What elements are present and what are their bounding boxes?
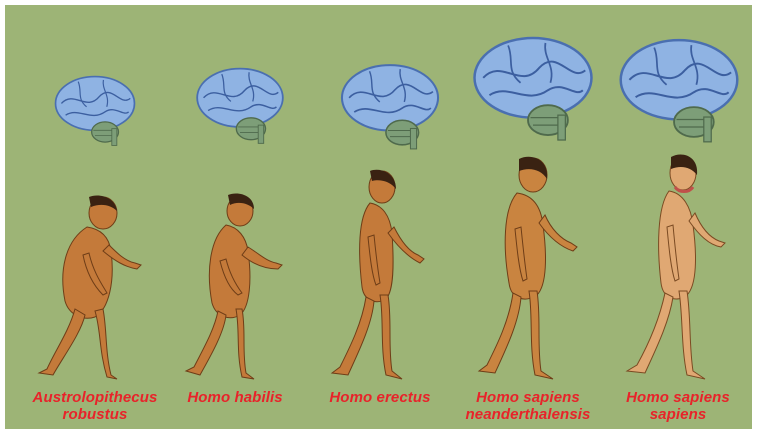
brain-icon (194, 65, 286, 147)
species-name-line2: sapiens (607, 406, 749, 423)
species-name-line1: Homo sapiens (607, 389, 749, 406)
brain-icon (53, 73, 137, 149)
species-name-line2: robustus (25, 406, 165, 423)
hominid-figure-icon (453, 153, 603, 387)
stage-homo-erectus: Homo erectus (310, 5, 450, 429)
brain-icon (617, 35, 741, 147)
evolution-diagram: Austrolopithecus robustus (5, 5, 752, 429)
stage-label: Homo sapiens neanderthalensis (453, 389, 603, 423)
hominid-figure-icon (310, 167, 450, 387)
species-name-line1: Austrolopithecus (25, 389, 165, 406)
stage-label: Austrolopithecus robustus (25, 389, 165, 423)
stage-austrolopithecus: Austrolopithecus robustus (25, 5, 165, 429)
species-name-line1: Homo sapiens (453, 389, 603, 406)
species-name-line1: Homo habilis (170, 389, 300, 406)
stage-homo-sapiens-neanderthalensis: Homo sapiens neanderthalensis (453, 5, 603, 429)
brain-icon (469, 33, 597, 145)
stage-label: Homo erectus (310, 389, 450, 406)
stage-label: Homo habilis (170, 389, 300, 406)
brain-icon (336, 61, 444, 153)
hominid-figure-icon (607, 151, 749, 387)
stage-homo-sapiens-sapiens: Homo sapiens sapiens (607, 5, 749, 429)
species-name-line1: Homo erectus (310, 389, 450, 406)
hominid-figure-icon (25, 191, 165, 387)
species-name-line2: neanderthalensis (453, 406, 603, 423)
stage-homo-habilis: Homo habilis (170, 5, 300, 429)
stage-label: Homo sapiens sapiens (607, 389, 749, 423)
hominid-figure-icon (170, 191, 300, 387)
